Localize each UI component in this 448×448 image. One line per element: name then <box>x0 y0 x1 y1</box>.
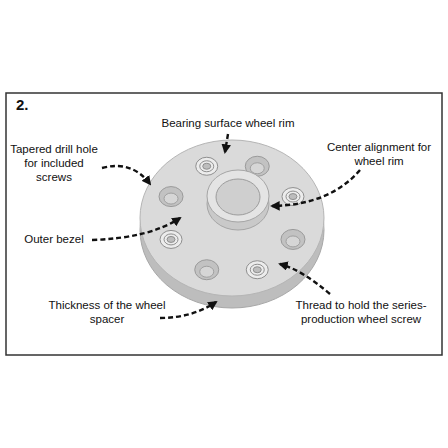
tapered-hole <box>159 187 183 207</box>
tapered-hole-inner <box>286 236 300 247</box>
threaded-hole <box>160 230 182 248</box>
tapered-hole <box>195 260 219 280</box>
thread-ring <box>164 234 178 245</box>
leader-line <box>102 166 150 184</box>
thread-ring <box>250 264 264 275</box>
hub-bore <box>216 179 260 215</box>
leader-line <box>280 264 330 294</box>
tapered-hole <box>281 229 305 249</box>
thread-ring <box>286 191 300 202</box>
hole-group <box>159 156 305 279</box>
threaded-hole <box>282 188 304 206</box>
hub-ring <box>207 170 269 222</box>
thread-ring <box>200 161 214 172</box>
thread-bore <box>253 267 261 273</box>
frame <box>6 93 442 355</box>
thread-bore <box>289 194 297 200</box>
threaded-hole <box>196 157 218 175</box>
leader-line <box>225 134 228 152</box>
leader-line <box>272 170 360 206</box>
thread-bore <box>167 236 175 242</box>
leader-line <box>160 302 216 318</box>
part-label: Thread to hold the series-production whe… <box>280 298 442 326</box>
part-label: Bearing surface wheel rim <box>128 116 328 130</box>
part-label: Center alignment for wheel rim <box>316 140 442 168</box>
figure-number: 2. <box>16 98 56 112</box>
part-label: Tapered drill hole for included screws <box>6 142 102 184</box>
tapered-hole-inner <box>250 163 264 174</box>
tapered-hole-inner <box>164 193 178 204</box>
threaded-hole <box>246 261 268 279</box>
leader-line <box>92 218 180 240</box>
thread-bore <box>203 163 211 169</box>
part-label: Thickness of the wheel spacer <box>48 298 166 326</box>
tapered-hole-inner <box>200 266 214 277</box>
part-label: Outer bezel <box>14 232 94 246</box>
spacer-face <box>140 140 324 296</box>
